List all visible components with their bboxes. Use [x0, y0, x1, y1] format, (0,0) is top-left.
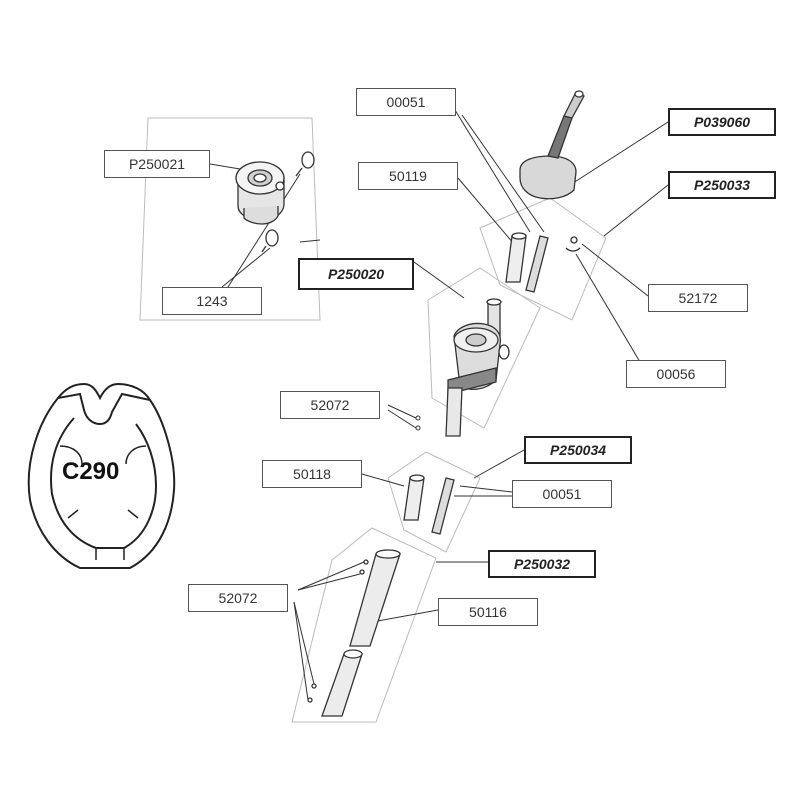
- p039060-part: [519, 90, 585, 200]
- leader-52072-mid-b: [387, 409, 417, 429]
- leader-52072-mid-a: [387, 404, 417, 419]
- leader-00056: [575, 253, 641, 363]
- leader-1243-a: [221, 247, 271, 288]
- leader-50118: [361, 473, 405, 487]
- label-00056: 00056: [626, 360, 726, 388]
- p250032-parts: [307, 549, 401, 717]
- leader-52072-bottom-a: [297, 561, 365, 591]
- label-p250033: P250033: [668, 171, 776, 199]
- leader-p250020-frame: [299, 239, 321, 243]
- frame-p250034-group: [387, 451, 481, 553]
- frame-p250020-group: [427, 267, 541, 429]
- leader-p250020: [413, 261, 465, 299]
- leader-50119: [457, 177, 515, 245]
- label-00051-top: 00051: [356, 88, 456, 116]
- leader-00051-mid-a: [459, 485, 513, 493]
- label-00051-mid: 00051: [512, 480, 612, 508]
- label-50116: 50116: [438, 598, 538, 626]
- label-p250021: P250021: [104, 150, 210, 178]
- label-p250032: P250032: [488, 550, 596, 578]
- profile-label: C290: [62, 458, 120, 485]
- frame-p250032-group: [291, 527, 437, 723]
- label-50119: 50119: [358, 162, 458, 190]
- leader-p250034: [473, 449, 525, 479]
- n52072-mid-rivets: [415, 415, 421, 431]
- leader-00051-a: [454, 109, 531, 233]
- leader-p039060: [569, 121, 669, 186]
- label-52072-mid: 52072: [280, 391, 380, 419]
- label-p250034: P250034: [524, 436, 632, 464]
- leader-p250033: [603, 184, 669, 237]
- leader-52172: [581, 243, 649, 297]
- label-52072-bottom: 52072: [188, 584, 288, 612]
- label-1243: 1243: [162, 287, 262, 315]
- label-50118: 50118: [262, 460, 362, 488]
- p250021-part: [235, 161, 285, 225]
- frame-p250021-group: [139, 117, 321, 321]
- leader-1243-b: [227, 173, 301, 288]
- leader-52072-bottom-b: [297, 573, 361, 591]
- leader-52072-bottom-d: [293, 601, 309, 701]
- label-52172: 52172: [648, 284, 748, 312]
- p250034-parts: [403, 474, 455, 535]
- label-p250020: P250020: [298, 258, 414, 290]
- leader-00051-b: [461, 114, 545, 233]
- leader-50116: [371, 609, 439, 623]
- c290-profile-section: [27, 382, 176, 569]
- n1243-pins: [261, 151, 315, 253]
- p250020-part: [445, 298, 510, 437]
- frame-p250033-group: [479, 197, 607, 321]
- leader-52072-bottom-c: [293, 601, 315, 685]
- p250033-parts: [505, 232, 581, 293]
- label-p039060: P039060: [668, 108, 776, 136]
